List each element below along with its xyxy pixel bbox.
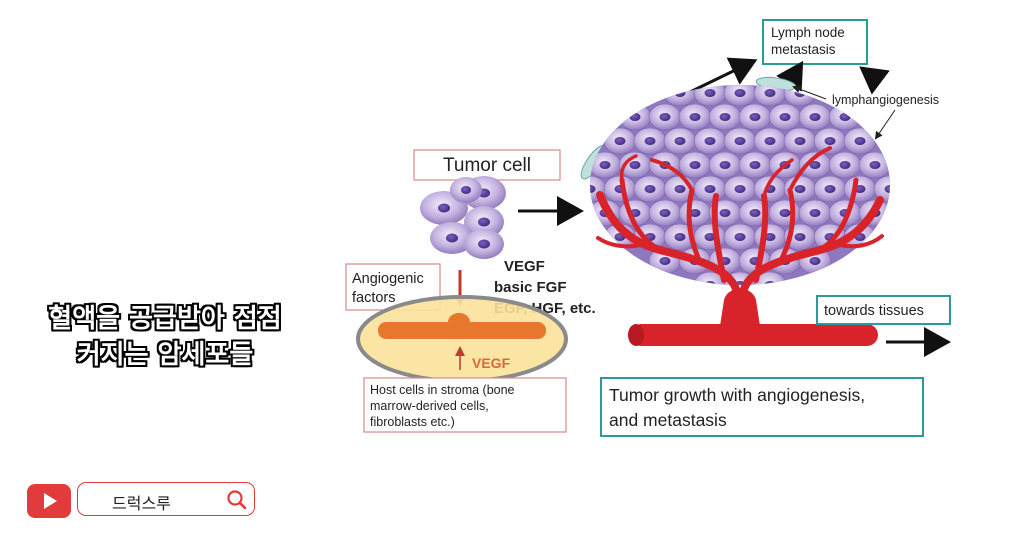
factor-basic-fgf: basic FGF xyxy=(494,279,567,296)
lymph-pointer-left xyxy=(792,85,827,100)
tumor-cell xyxy=(723,175,757,203)
tumor-cell xyxy=(753,127,787,155)
tumor-cell xyxy=(768,103,802,131)
tumor-cell xyxy=(663,85,697,107)
tumor-cell xyxy=(693,127,727,155)
tumor-cell xyxy=(843,127,877,155)
tumor-cell xyxy=(648,199,682,227)
host-cells-box xyxy=(363,377,567,433)
tumor-cell xyxy=(798,199,832,227)
tumor-cell xyxy=(633,175,667,203)
tumor-cell xyxy=(738,103,772,131)
youtube-play-icon[interactable] xyxy=(27,484,71,518)
tumor-cell-cluster xyxy=(420,176,506,259)
tumor-cell xyxy=(843,175,877,203)
tumor-cell xyxy=(723,127,757,155)
subtitle-line-2: 커지는 암세포들 xyxy=(76,340,254,370)
tumor-cell xyxy=(873,175,890,203)
host-cells-line1: Host cells in stroma (bone xyxy=(370,383,515,397)
channel-search-text: 드럭스루 xyxy=(112,494,171,513)
tumor-cell xyxy=(590,151,622,179)
tumor-cell xyxy=(828,151,862,179)
tumor-cell xyxy=(813,175,847,203)
stroma-vessel-bud xyxy=(448,313,470,331)
tumor-mass xyxy=(590,85,890,285)
tumor-cell xyxy=(678,199,712,227)
tumor-cell xyxy=(663,127,697,155)
host-cells-line2: marrow-derived cells, xyxy=(370,399,489,413)
angiogenic-label-line2: factors xyxy=(352,290,396,306)
tumor-cell xyxy=(753,223,787,251)
lymph-node-line2: metastasis xyxy=(771,42,836,57)
stroma-vegf-label: VEGF xyxy=(472,355,511,371)
towards-tissues-box xyxy=(816,295,951,325)
growth-caption-line2: and metastasis xyxy=(609,410,727,430)
metastasis-arrow-right xyxy=(859,66,890,95)
tumor-cell xyxy=(708,151,742,179)
tumor-cell xyxy=(693,175,727,203)
tumor-cell xyxy=(768,199,802,227)
tumor-cell xyxy=(798,103,832,131)
tumor-cell xyxy=(828,103,862,131)
tumor-cell xyxy=(738,151,772,179)
tumor-cell-label-box xyxy=(413,149,561,181)
tumor-cell xyxy=(603,127,637,155)
tumor-cell xyxy=(723,223,757,251)
growth-caption-box xyxy=(600,377,924,437)
subtitle-line-1: 혈액을 공급받아 점점 xyxy=(48,304,282,334)
tumor-cell xyxy=(858,151,890,179)
tumor-cell-label: Tumor cell xyxy=(443,155,531,176)
metastasis-arrow-left xyxy=(689,57,758,94)
tumor-cell xyxy=(618,103,652,131)
tumor-cell xyxy=(678,103,712,131)
lymph-node-box xyxy=(762,19,868,65)
tumor-cell xyxy=(648,103,682,131)
factor-vegf: VEGF xyxy=(504,258,545,275)
towards-tissues-label: towards tissues xyxy=(824,303,924,319)
tumor-cell xyxy=(708,103,742,131)
vessel-trunk xyxy=(720,288,760,326)
search-icon[interactable] xyxy=(226,489,248,511)
growth-caption-line1: Tumor growth with angiogenesis, xyxy=(609,385,865,405)
tumor-cell xyxy=(618,151,652,179)
tumor-cell xyxy=(723,85,757,107)
angiogenic-label-line1: Angiogenic xyxy=(352,271,424,287)
lymphangiogenesis-label: lymphangiogenesis xyxy=(832,93,939,107)
main-vessel-end xyxy=(628,324,644,346)
tumor-cell xyxy=(678,151,712,179)
tumor-blood-vessels xyxy=(596,146,884,304)
lymph-node-line1: Lymph node xyxy=(771,25,845,40)
host-cells-line3: fibroblasts etc.) xyxy=(370,415,455,429)
tumor-cell xyxy=(633,127,667,155)
tumor-cell xyxy=(783,127,817,155)
channel-search-bar[interactable]: 드럭스루 xyxy=(77,482,255,516)
tumor-cell xyxy=(693,223,727,251)
metastasis-arrow-mid xyxy=(776,60,804,92)
main-blood-vessel xyxy=(630,324,878,346)
lymph-pointer-right xyxy=(874,109,896,140)
